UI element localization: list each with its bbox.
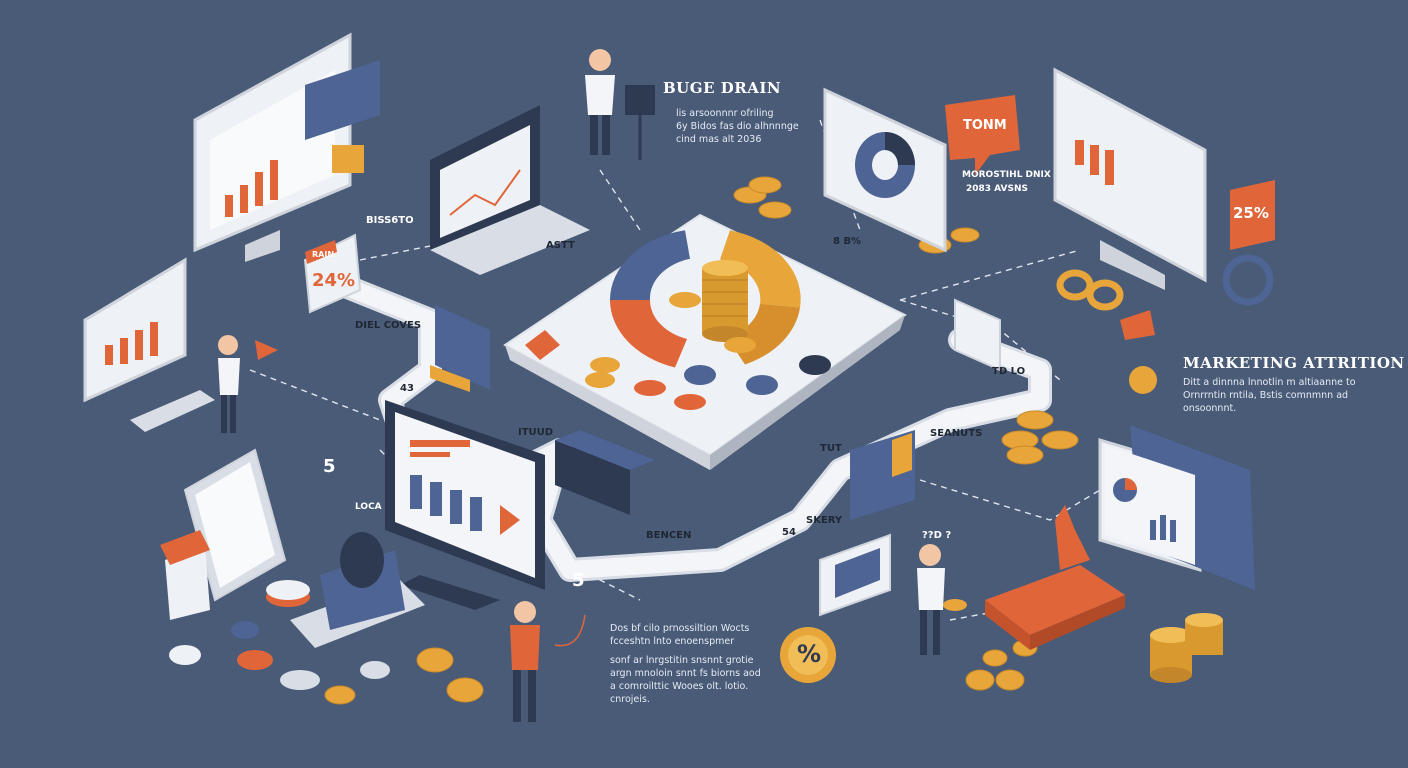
label-25pct: 25% bbox=[1233, 204, 1269, 222]
label-percent: % bbox=[797, 640, 822, 668]
tokens-on-platform bbox=[525, 330, 831, 410]
text-line: a comroilttic Wooes olt. lotio. bbox=[610, 681, 749, 692]
display-donut bbox=[823, 87, 947, 253]
person-bottom-right bbox=[917, 544, 967, 655]
text-line: onsoonnnt. bbox=[1183, 403, 1237, 414]
speech-bubble bbox=[945, 95, 1020, 175]
tokens-bottom-left bbox=[169, 621, 390, 690]
person-left bbox=[218, 335, 278, 433]
person-top bbox=[585, 49, 655, 160]
label-bissto: BISS6TO bbox=[366, 215, 414, 226]
block-text-marketing: Ditt a dinnna lnnotlin m altiaanne to Or… bbox=[1183, 376, 1356, 415]
label-bencen: BENCEN bbox=[646, 530, 692, 541]
cube-right bbox=[1120, 310, 1155, 340]
gate-left bbox=[430, 305, 490, 392]
central-platform bbox=[503, 213, 907, 470]
label-24pct: 24% bbox=[312, 270, 356, 291]
text-line: 6y Bidos fas dio alhnnnge bbox=[676, 121, 799, 132]
label-tut: TUT bbox=[820, 443, 842, 454]
label-8pct: 8 B% bbox=[833, 236, 862, 247]
label-skery: SKERY bbox=[806, 515, 843, 526]
label-astt: ASTT bbox=[546, 240, 575, 251]
block-title-marketing: MARKETING ATTRITION bbox=[1183, 354, 1405, 372]
block-title-buge-drain: BUGE DRAIN bbox=[663, 79, 782, 97]
label-morostihl: MOROSTIHL DNIX bbox=[962, 170, 1051, 180]
monitor-small-bottom bbox=[819, 533, 891, 617]
text-line: lis arsoonnnr ofriling bbox=[676, 108, 774, 119]
percent-token bbox=[780, 627, 836, 683]
text-line: Dos bf cilo prnossiltion Wocts bbox=[610, 623, 750, 634]
text-line: argn mnoloin snnt fs biorns aod bbox=[610, 668, 761, 679]
label-ituud: ITUUD bbox=[518, 427, 554, 438]
label-54: 54 bbox=[782, 527, 796, 538]
label-dots: ??D ? bbox=[922, 530, 952, 541]
panel-tag bbox=[850, 430, 915, 520]
text-line: Ornrrntin rntila, Bstis comnmnn ad bbox=[1183, 390, 1349, 401]
panel-doc-right bbox=[954, 298, 1001, 372]
label-diel-coves: DIEL COVES bbox=[355, 320, 422, 331]
person-bottom bbox=[510, 601, 586, 722]
text-line: cind mas alt 2036 bbox=[676, 134, 762, 145]
label-seanuts: SEANUTS bbox=[930, 428, 983, 439]
laptop bbox=[430, 105, 590, 275]
text-line: fcceshtn lnto enoenspmer bbox=[610, 636, 735, 647]
coin-stack-center bbox=[669, 260, 756, 353]
gear-right bbox=[1129, 366, 1157, 394]
coin-stack-right bbox=[1150, 613, 1223, 683]
conveyor-track bbox=[318, 268, 1052, 582]
text-line: Ditt a dinnna lnnotlin m altiaanne to bbox=[1183, 377, 1356, 388]
label-tonm: TONM bbox=[963, 118, 1007, 133]
coin-rings-right bbox=[1056, 269, 1124, 311]
block-text-bottom: Dos bf cilo prnossiltion Wocts fcceshtn … bbox=[610, 622, 761, 706]
monitor-left bbox=[83, 257, 215, 432]
monitor-bottom-left bbox=[385, 400, 545, 610]
label-5-left: 5 bbox=[323, 456, 336, 477]
device-orange bbox=[985, 505, 1125, 650]
monitor-right-lower bbox=[1098, 425, 1255, 590]
card-24pct bbox=[303, 233, 362, 314]
monitor-top-right bbox=[1053, 67, 1275, 306]
monitor-top-left bbox=[193, 32, 380, 262]
label-5-bottom: 5 bbox=[572, 570, 585, 591]
label-43: 43 bbox=[400, 383, 414, 394]
label-tdlo: TD LO bbox=[992, 366, 1026, 377]
block-text-buge-drain: lis arsoonnnr ofriling 6y Bidos fas dio … bbox=[676, 107, 799, 146]
tablet-bottom-left bbox=[160, 448, 287, 620]
coin-stack-mid-right bbox=[1001, 410, 1079, 465]
desk-bottom-left bbox=[266, 532, 425, 648]
label-rain: RAIN bbox=[312, 250, 335, 259]
text-line: cnrojeis. bbox=[610, 694, 650, 705]
binders-center bbox=[555, 430, 655, 515]
text-line: sonf ar lnrgstitin snsnnt grotie bbox=[610, 655, 754, 666]
label-morostihl-sub: 2083 AVSNS bbox=[966, 184, 1028, 194]
label-loca: LOCA bbox=[355, 502, 382, 512]
